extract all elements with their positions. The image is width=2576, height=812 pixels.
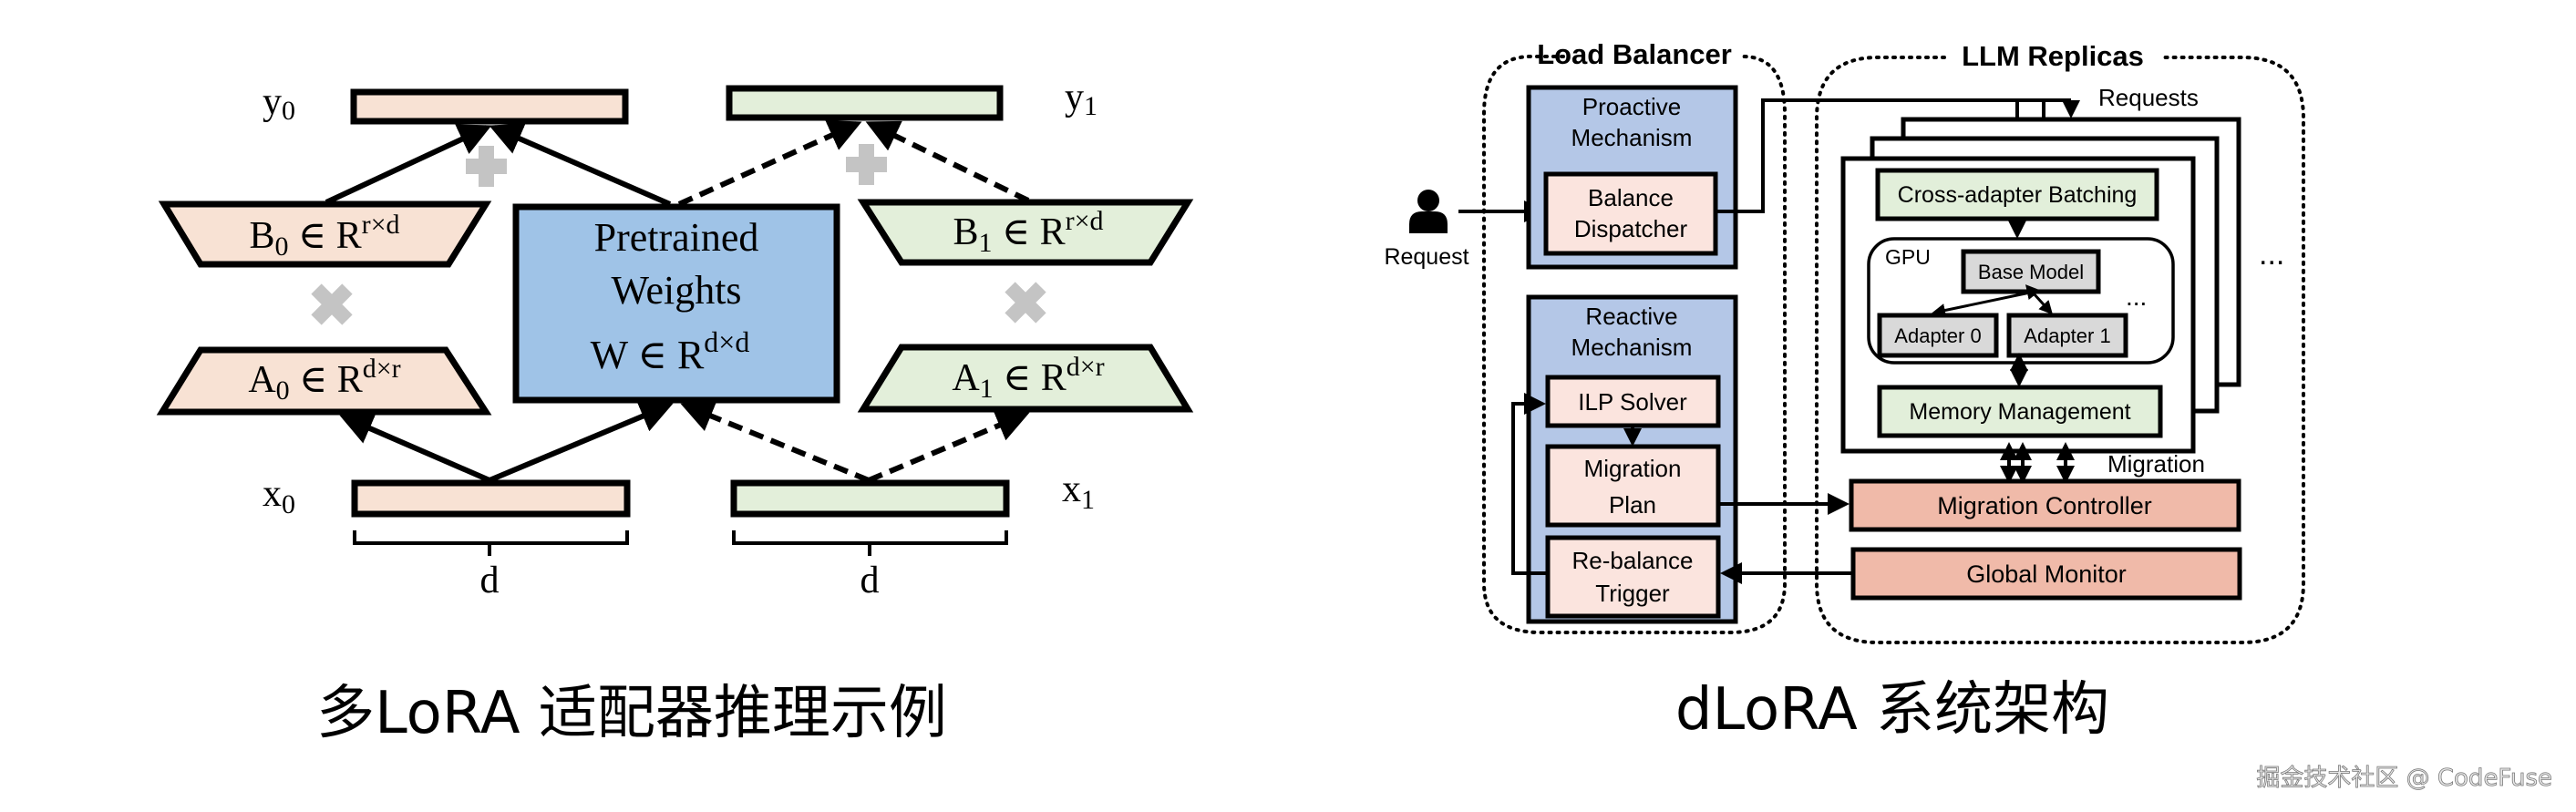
migration-label: Migration [2107,450,2205,478]
arrow-b0-to-y0 [325,124,492,205]
cross-adapter-label: Cross-adapter Batching [1898,182,2138,208]
output-bar-y0 [350,88,629,125]
watermark: 掘金技术社区 @ CodeFuse [2256,765,2552,792]
arrow-b1-to-y1-dashed [865,120,1030,203]
load-balancer-title: Load Balancer [1537,38,1732,70]
plus-icon [466,146,507,187]
trigger-label: Trigger [1595,580,1670,607]
arrow-base-to-adapter-1 [2025,284,2054,315]
adapter-0-box [1877,313,1999,358]
cross-adapter-batching-box [1875,168,2159,221]
multiply-icon [311,283,353,325]
arrow-base-to-adapter-0 [1932,286,2041,317]
label-y0: y0 [263,81,295,126]
arrow-x1-to-a1-dashed [867,410,1030,483]
gpu-label: GPU [1885,245,1931,269]
multi-lora-diagram: y0 y1 B0 ∈ Rr×d A0 ∈ Rd×r Pretrained Wei… [156,77,1194,747]
label-y1: y1 [1065,77,1097,121]
arrow-w-to-y0 [489,123,672,207]
dispatch-line [1716,98,2071,213]
dispatcher-label: Dispatcher [1574,215,1688,242]
left-caption: 多LoRA 适配器推理示例 [316,680,947,747]
migration-plan-line1: Migration [1584,455,1682,482]
pretrained-label: Pretrained [594,215,759,260]
ilp-solver-box [1545,375,1721,428]
migration-controller-label: Migration Controller [1937,492,2152,519]
weights-label: Weights [611,268,741,313]
adapter-0-label: Adapter 0 [1894,324,1981,347]
user-icon [1409,190,1448,233]
lora-connections [325,119,1030,483]
dimension-brace-x0 [353,530,629,556]
lora-a0-matrix [156,346,492,416]
base-model-label: Base Model [1978,261,2084,283]
requests-label: Requests [2098,84,2199,111]
adapter-1-label: Adapter 1 [2024,324,2110,347]
mechanism-label: Mechanism [1571,124,1693,151]
ilp-solver-label: ILP Solver [1578,388,1687,416]
global-monitor-label: Global Monitor [1966,560,2127,588]
output-bar-y1 [726,85,1004,121]
llm-replicas-title: LLM Replicas [1962,40,2144,72]
weights-formula: W ∈ Rd×d [591,325,750,377]
proactive-label: Proactive [1582,93,1681,120]
reactive-label: Reactive [1585,303,1677,330]
migration-plan-line2: Plan [1609,491,1656,519]
balance-dispatcher-box [1543,171,1718,256]
dimension-label-d0: d [480,560,500,601]
replicas-ellipsis: ... [2259,237,2284,272]
input-bar-x1 [730,479,1010,518]
label-x0: x0 [263,473,295,519]
arrow-x0-to-a0 [339,413,491,483]
pretrained-weights-box [512,203,840,404]
llm-replicas-container [1815,56,2305,644]
lora-b0-label: B0 ∈ Rr×d [249,210,399,262]
reactive-mechanism-label: Mechanism [1571,334,1693,361]
arrow-w-to-y1-dashed [677,119,862,207]
lora-b1-matrix [857,199,1194,266]
memory-management-label: Memory Management [1909,399,2130,425]
migration-plan-box [1545,444,1721,528]
memory-management-box [1877,385,2163,438]
balance-label: Balance [1588,184,1674,211]
lora-a1-matrix [857,344,1194,413]
input-bar-x0 [351,479,631,518]
lora-b0-matrix [158,200,492,268]
gpu-ellipsis: ... [2126,283,2147,311]
dlora-architecture-diagram: Load Balancer LLM Replicas Request Proac… [1384,38,2305,744]
arrow-x0-to-w [488,400,674,483]
arrow-trigger-to-ilp [1511,393,1548,575]
multiply-icon [1005,282,1046,324]
lora-a0-label: A0 ∈ Rd×r [248,354,400,406]
lora-a1-label: A1 ∈ Rd×r [952,352,1104,404]
migration-controller-box [1849,478,2241,532]
rebalance-label: Re-balance [1572,547,1694,574]
adapter-1-box [2006,313,2128,358]
lora-b1-label: B1 ∈ Rr×d [953,206,1103,258]
plus-icon [846,144,887,185]
label-x1: x1 [1062,468,1095,515]
rebalance-trigger-box [1545,535,1721,619]
dimension-brace-x1 [732,530,1008,556]
right-caption: dLoRA 系统架构 [1675,676,2109,744]
request-label: Request [1384,244,1468,270]
dimension-label-d1: d [860,560,880,601]
load-balancer-container [1482,55,1787,634]
arrow-x1-to-w-dashed [680,400,871,483]
